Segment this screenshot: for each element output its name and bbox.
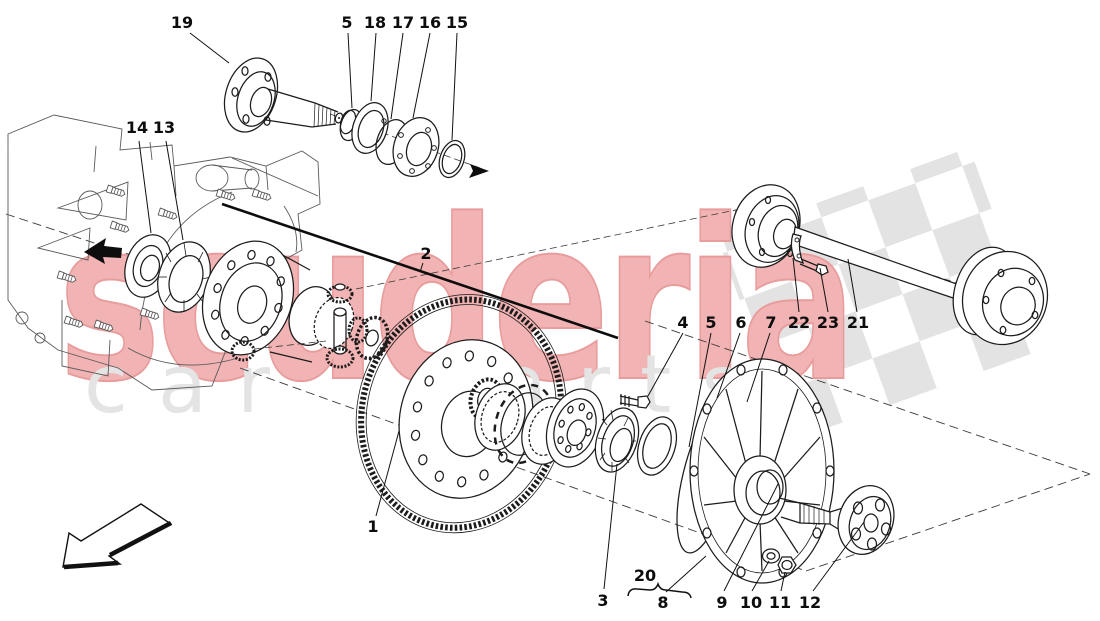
cover-bolt-tabs	[689, 364, 835, 578]
axle-shaft-assembly	[731, 184, 1049, 346]
reference-line-2	[221, 202, 619, 340]
bracket-22	[790, 233, 805, 265]
callout-6: 6	[735, 313, 746, 332]
companion-flange	[545, 388, 605, 468]
callout-10: 10	[740, 593, 762, 612]
bearing-13	[157, 241, 212, 313]
callout-20: 20	[634, 566, 656, 585]
callout-23: 23	[817, 313, 839, 332]
washer-10	[761, 548, 781, 564]
side-gear	[354, 315, 390, 361]
output-flange-assembly	[761, 485, 895, 574]
snap-ring-15	[438, 139, 466, 179]
callout-11: 11	[769, 593, 791, 612]
callout-17: 17	[392, 13, 414, 32]
direction-arrow-small-right	[469, 164, 489, 178]
bearing-16	[392, 117, 440, 177]
leader-lines	[138, 32, 865, 599]
pinion-stack	[468, 377, 738, 554]
callout-2: 2	[420, 244, 431, 263]
ring-gear	[355, 294, 567, 534]
callout-21: 21	[847, 313, 869, 332]
callout-13: 13	[153, 118, 175, 137]
ring-18	[351, 102, 389, 154]
cv-flange-12	[837, 485, 895, 555]
spider-gears	[230, 283, 369, 369]
callout-16: 16	[419, 13, 441, 32]
bearing-3	[594, 407, 640, 473]
callout-8: 8	[657, 593, 668, 612]
nut-11	[777, 556, 797, 574]
callout-4: 4	[677, 313, 688, 332]
callout-3: 3	[597, 591, 608, 610]
side-cover	[689, 358, 835, 584]
seal-ring-20kit	[636, 416, 678, 476]
callout-12: 12	[799, 593, 821, 612]
callout-labels: 19 5 18 17 16 15 14 13 2 4 5 6 7 22 23 2…	[126, 13, 869, 612]
direction-arrow-left	[84, 238, 122, 264]
callout-5-top: 5	[341, 13, 352, 32]
direction-arrow-large	[62, 503, 173, 570]
callout-14: 14	[126, 118, 148, 137]
flange-bearing-set	[223, 57, 489, 179]
oil-seal-9	[756, 469, 784, 505]
axle-hub-left	[731, 184, 801, 268]
drive-flange-19	[223, 57, 344, 133]
spider-bevel-left	[230, 340, 256, 362]
callout-15: 15	[446, 13, 468, 32]
callout-7: 7	[765, 313, 776, 332]
callout-18: 18	[364, 13, 386, 32]
callout-5-mid: 5	[705, 313, 716, 332]
differential-carrier-assembly	[124, 234, 390, 369]
brace-20	[627, 581, 692, 599]
callout-22: 22	[788, 313, 810, 332]
axle-hub-right	[952, 246, 1049, 346]
bolt-4	[619, 394, 651, 409]
callout-1: 1	[367, 517, 378, 536]
spider-bevel-right	[347, 316, 369, 344]
spider-bevel-bottom	[325, 347, 355, 369]
carrier-flange	[201, 240, 313, 363]
callout-9: 9	[716, 593, 727, 612]
callout-19: 19	[171, 13, 193, 32]
bolt-23	[799, 258, 829, 276]
